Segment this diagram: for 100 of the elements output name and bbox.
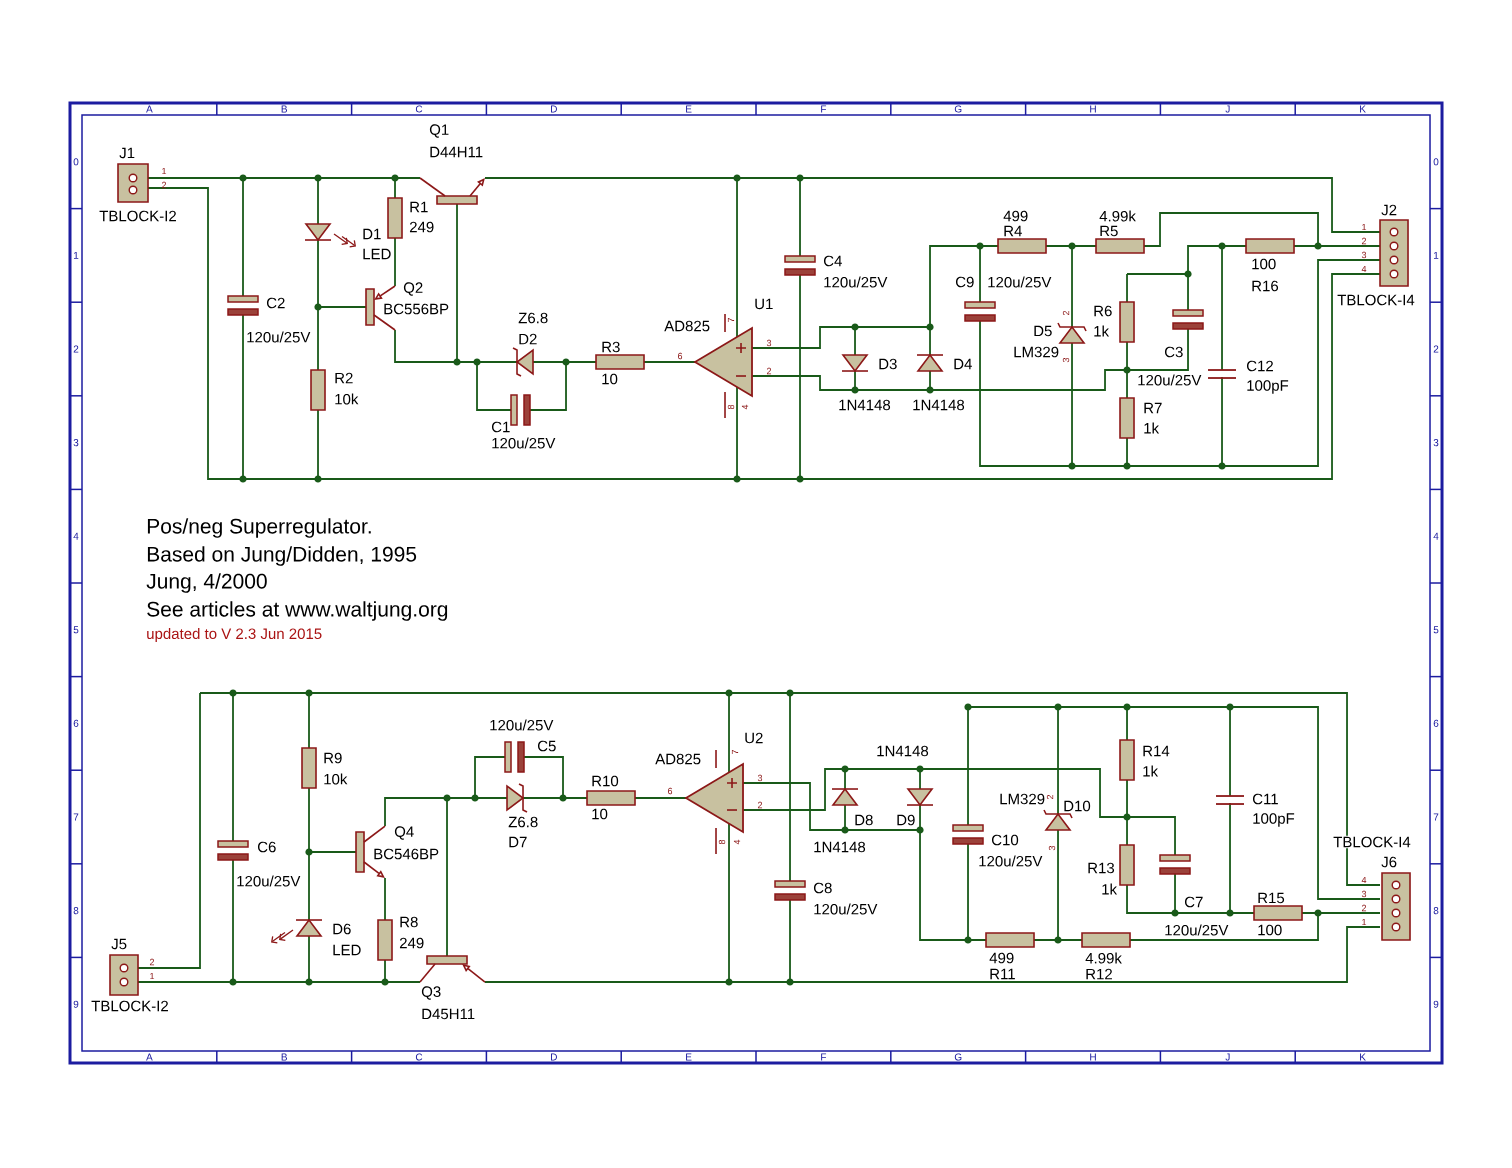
grid-label: 6 [73, 719, 79, 727]
component-label: 100pF [1247, 380, 1289, 394]
component-label: TBLOCK-I4 [1337, 294, 1415, 306]
grid-label: 4 [73, 532, 79, 540]
grid-label: 5 [1433, 626, 1439, 634]
component-label: C10 [992, 834, 1019, 846]
grid-label: 8 [1433, 907, 1439, 915]
pin-number: 3 [757, 774, 763, 782]
pin-number: 8 [718, 839, 726, 845]
grid-label: H [1090, 105, 1096, 113]
component-label: 120u/25V [237, 875, 301, 887]
pin-number: 2 [149, 958, 155, 966]
grid-label: A [146, 105, 153, 113]
component-label: Q1 [429, 124, 449, 138]
component-label: Q2 [403, 282, 423, 296]
component-label: D4 [954, 358, 972, 370]
pin-number: 1 [1362, 918, 1367, 926]
component-label: 10k [324, 773, 348, 785]
component-label: 1k [1102, 883, 1118, 895]
pin-number: 3 [1062, 357, 1070, 363]
pin-number: 2 [766, 367, 772, 375]
component-label: R16 [1252, 280, 1279, 292]
component-label: R12 [1086, 968, 1112, 980]
component-label: TBLOCK-I2 [99, 210, 176, 222]
component-label: 120u/25V [490, 719, 554, 731]
component-label: LED [363, 248, 391, 260]
pin-number: 7 [727, 317, 735, 323]
component-label: R7 [1144, 402, 1162, 414]
component-label: C4 [824, 255, 842, 267]
component-label: C7 [1185, 896, 1203, 908]
component-label: LED [333, 944, 361, 956]
grid-label: J [1225, 1053, 1230, 1061]
component-label: C12 [1247, 360, 1273, 372]
component-label: 10 [602, 373, 618, 385]
component-label: 100 [1258, 924, 1282, 936]
grid-label: F [821, 105, 827, 113]
component-label: 249 [399, 937, 424, 949]
component-label: LM329 [1000, 793, 1045, 805]
component-label: C1 [492, 421, 510, 433]
component-label: D7 [509, 836, 527, 848]
component-label: D45H11 [422, 1008, 475, 1020]
component-label: D44H11 [430, 146, 483, 158]
grid-label: 3 [1433, 439, 1439, 447]
grid-label: 4 [1433, 532, 1439, 540]
component-label: 10k [335, 393, 359, 405]
component-label: BC546BP [374, 848, 439, 860]
pin-number: 2 [1062, 310, 1070, 316]
grid-label: C [415, 1053, 423, 1061]
grid-label: D [551, 105, 557, 113]
component-label: D6 [333, 923, 351, 935]
component-label: 249 [409, 221, 434, 233]
grid-label: 8 [73, 907, 79, 915]
component-label: J5 [111, 938, 127, 950]
component-label: C5 [538, 740, 556, 752]
component-label: 1k [1143, 765, 1159, 777]
grid-label: A [146, 1053, 153, 1061]
grid-label: H [1090, 1053, 1096, 1061]
component-label: C9 [956, 276, 974, 288]
component-label: 120u/25V [1165, 924, 1229, 936]
component-label: D2 [519, 333, 537, 345]
component-label: R10 [592, 775, 619, 787]
pin-number: 4 [1361, 265, 1367, 273]
component-label: 1k [1144, 422, 1160, 434]
grid-label: 0 [1433, 158, 1439, 166]
note-text: updated to V 2.3 Jun 2015 [147, 628, 322, 642]
component-label: C6 [257, 841, 276, 853]
component-label: R3 [602, 341, 620, 353]
component-label: R13 [1088, 862, 1115, 874]
component-label: D9 [897, 814, 915, 826]
component-label: R15 [1258, 892, 1285, 904]
component-label: 1N4148 [877, 745, 929, 757]
grid-label: 1 [74, 251, 79, 259]
grid-label: E [686, 1053, 692, 1061]
grid-label: 2 [73, 345, 79, 353]
pin-number: 8 [727, 404, 735, 410]
note-text: See articles at www.waltjung.org [147, 601, 448, 621]
component-label: 1N4148 [913, 399, 965, 411]
pin-number: 2 [757, 801, 763, 809]
pin-number: 2 [1361, 237, 1367, 245]
component-label: R11 [990, 968, 1015, 980]
component-label: 120u/25V [814, 903, 878, 915]
component-label: 120u/25V [979, 855, 1043, 867]
pin-number: 7 [731, 749, 739, 755]
grid-label: 9 [73, 1000, 79, 1008]
grid-label: D [551, 1053, 557, 1061]
pin-number: 4 [741, 404, 749, 410]
grid-label: G [954, 1053, 962, 1061]
component-label: 100 [1252, 258, 1276, 270]
pin-number: 2 [1361, 904, 1367, 912]
grid-label: B [281, 1053, 287, 1061]
component-label: 1N4148 [839, 399, 891, 411]
component-label: AD825 [664, 320, 710, 332]
component-label: R5 [1100, 225, 1118, 237]
grid-label: K [1360, 105, 1366, 113]
component-label: R4 [1004, 225, 1022, 237]
component-label: R9 [324, 752, 342, 764]
component-label: TBLOCK-I2 [91, 1000, 168, 1012]
pin-number: 6 [667, 787, 673, 795]
component-label: BC556BP [384, 303, 449, 315]
grid-label: K [1360, 1053, 1366, 1061]
